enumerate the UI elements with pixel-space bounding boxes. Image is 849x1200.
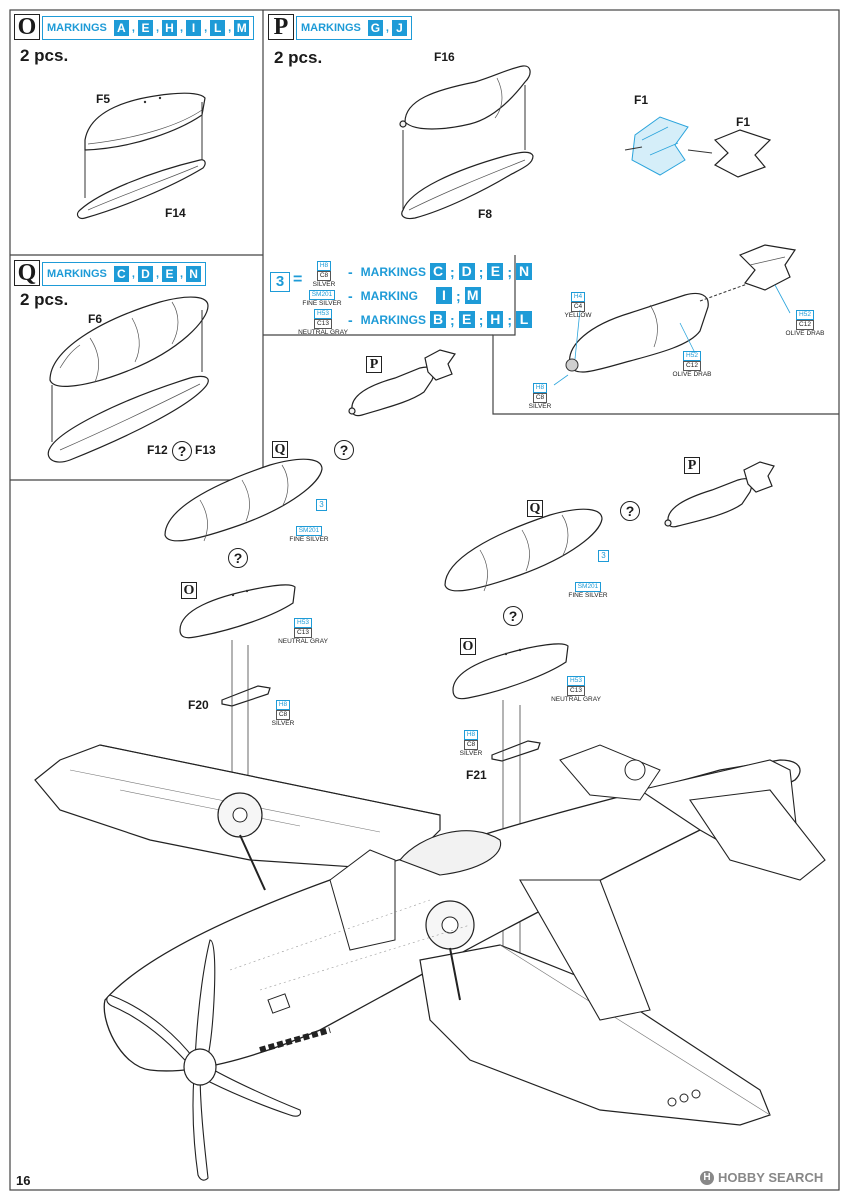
panel-o-markings: MARKINGS A, E, H, I, L, M — [42, 16, 255, 40]
question-icon-4: ? — [503, 606, 523, 626]
paint-legend-number: 3 — [270, 272, 290, 292]
paint-legend-equals: = — [293, 271, 303, 288]
drop-tank-p-drawing — [399, 65, 534, 220]
main-letter-q-left: Q — [272, 441, 288, 458]
legend-row-silver: - MARKINGS C; D; E; N — [344, 263, 533, 280]
legend-callout-neutral-gray: H53 C13 NEUTRAL GRAY — [298, 309, 348, 336]
panel-q-letter: Q — [14, 260, 40, 286]
part-f13: F13 — [195, 443, 216, 457]
part-f12: F12 — [147, 443, 168, 457]
question-icon-1: ? — [334, 440, 354, 460]
watermark-logo-icon: H — [700, 1170, 714, 1185]
callout-pylon-right: H8 C8 SILVER — [459, 730, 483, 757]
part-f5: F5 — [96, 92, 111, 106]
marking-n: N — [186, 266, 202, 282]
marking-a: A — [113, 20, 129, 36]
part-f16: F16 — [434, 50, 455, 64]
marking-h: H — [162, 20, 178, 36]
main-letter-o-right: O — [460, 638, 476, 655]
callout-olive-body: H52 C12 OLIVE DRAB — [672, 351, 712, 378]
marking-d: D — [137, 266, 153, 282]
optional-question-icon: ? — [172, 441, 192, 461]
drop-tank-o-drawing — [76, 92, 206, 219]
legend-row-fine-silver: - MARKING I; M — [344, 287, 481, 304]
pylon-f20-drawing — [221, 685, 271, 707]
pylon-f21-drawing — [491, 740, 541, 762]
markings-word: MARKINGS — [47, 22, 107, 34]
part-f1-left: F1 — [634, 93, 649, 107]
panel-q-markings: MARKINGS C, D, E, N — [42, 262, 207, 286]
callout-tank-left: SM201 FINE SILVER — [289, 526, 329, 543]
watermark: H HOBBY SEARCH — [700, 1170, 823, 1185]
panel-q-qty: 2 pcs. — [20, 290, 69, 309]
question-icon-2: ? — [228, 548, 248, 568]
main-letter-p-right: P — [684, 457, 700, 474]
drop-tank-q-drawing — [47, 296, 209, 463]
legend-row-neutral-gray: - MARKINGS B; E; H; L — [344, 311, 533, 328]
marking-g: G — [367, 20, 383, 36]
panel-p-markings: MARKINGS G, J — [296, 16, 412, 40]
callout-o-right: H53 C13 NEUTRAL GRAY — [551, 676, 601, 703]
markings-word: MARKINGS — [47, 268, 107, 280]
main-letter-p-upper: P — [366, 356, 382, 373]
main-letter-q-right: Q — [527, 500, 543, 517]
question-icon-3: ? — [620, 501, 640, 521]
main-letter-o-left: O — [181, 582, 197, 599]
fin-f1-drawing — [624, 116, 772, 178]
legend-callout-fine-silver: SM201 FINE SILVER — [302, 290, 342, 307]
part-f20: F20 — [188, 698, 209, 712]
panel-o-qty: 2 pcs. — [20, 46, 69, 65]
marking-c: C — [113, 266, 129, 282]
marking-j: J — [391, 20, 407, 36]
part-f21: F21 — [466, 768, 487, 782]
tank-o-right-drawing — [452, 643, 569, 700]
bomb-p-right-drawing — [664, 461, 775, 528]
callout-yellow: H4 C4 YELLOW — [564, 292, 592, 319]
panel-o-letter: O — [14, 14, 40, 40]
marking-m: M — [234, 20, 250, 36]
bomb-p-upper-drawing — [348, 349, 456, 417]
part-f1-right: F1 — [736, 115, 751, 129]
callout-o-left: H53 C13 NEUTRAL GRAY — [278, 618, 328, 645]
part-f6: F6 — [88, 312, 103, 326]
page-number: 16 — [16, 1173, 31, 1188]
callout-olive-fin: H52 C12 OLIVE DRAB — [785, 310, 825, 337]
panel-p-qty: 2 pcs. — [274, 48, 323, 67]
callout-silver-nose: H8 C8 SILVER — [528, 383, 552, 410]
part-f8: F8 — [478, 207, 493, 221]
marking-i: I — [186, 20, 202, 36]
part-f14: F14 — [165, 206, 186, 220]
marking-e: E — [137, 20, 153, 36]
tank-o-left-drawing — [179, 584, 296, 639]
tank-q-right-drawing — [444, 508, 603, 592]
marking-l: L — [210, 20, 226, 36]
callout-tank-right: SM201 FINE SILVER — [568, 582, 608, 599]
marking-e: E — [162, 266, 178, 282]
callout-pylon-left: H8 C8 SILVER — [271, 700, 295, 727]
markings-word: MARKINGS — [301, 22, 361, 34]
panel-p-letter: P — [268, 14, 294, 40]
tank-left-tag: 3 — [316, 499, 327, 511]
legend-callout-silver: H8 C8 SILVER — [312, 261, 336, 288]
bomb-detail-drawing — [553, 244, 797, 386]
tank-q-left-drawing — [164, 458, 323, 542]
tank-right-tag: 3 — [598, 550, 609, 562]
watermark-text: HOBBY SEARCH — [718, 1170, 824, 1185]
